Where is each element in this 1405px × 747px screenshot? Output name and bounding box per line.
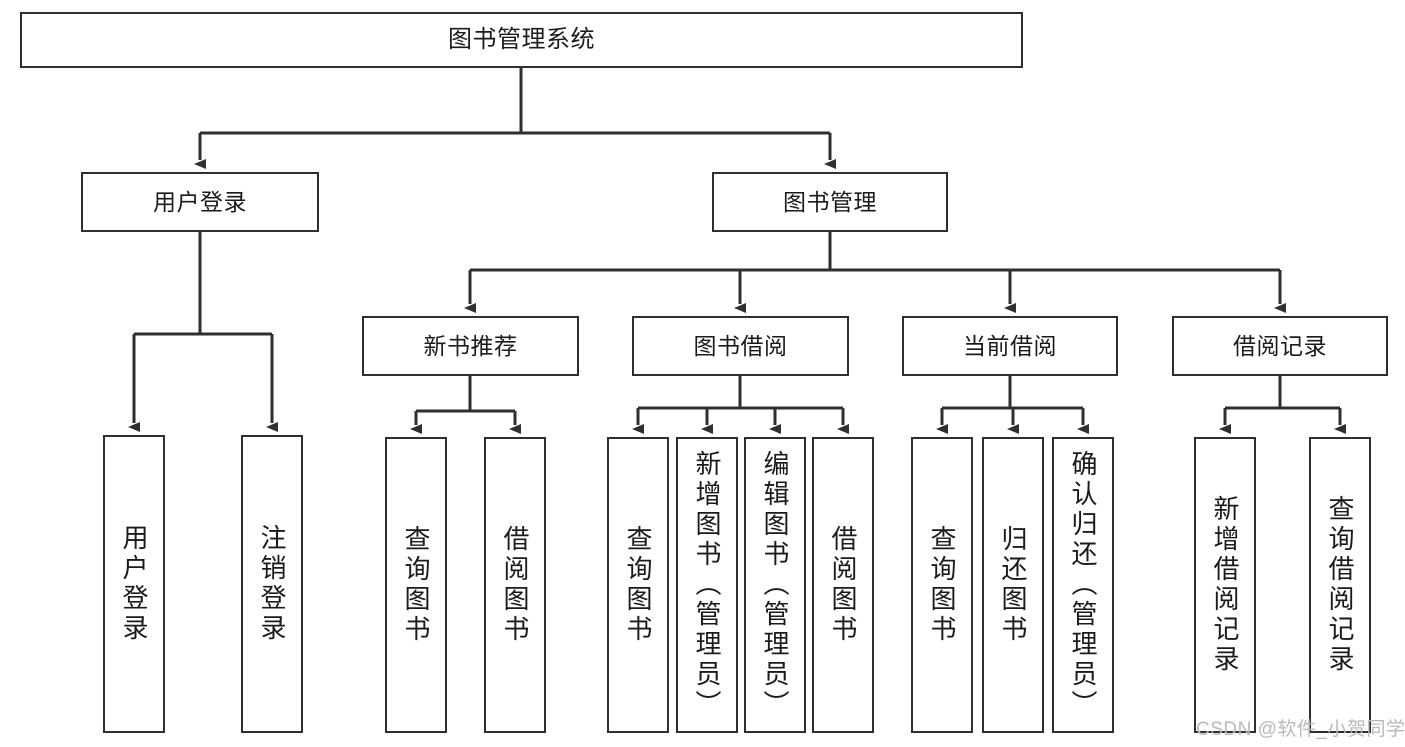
leaf-query-book-3-label: 查询图书 <box>927 525 958 645</box>
leaf-borrow-book-1-label: 借阅图书 <box>500 525 531 645</box>
leaf-confirm-return-label: 确认归还（管理员） <box>1068 450 1099 720</box>
leaf-query-book-1[interactable]: 查询图书 <box>385 437 447 733</box>
leaf-edit-book-label: 编辑图书（管理员） <box>760 450 791 720</box>
node-book-manage-label: 图书管理 <box>783 188 877 215</box>
node-new-book-rec-label: 新书推荐 <box>423 332 518 359</box>
leaf-query-record[interactable]: 查询借阅记录 <box>1309 437 1371 733</box>
node-new-book-rec[interactable]: 新书推荐 <box>362 316 579 376</box>
node-book-borrow[interactable]: 图书借阅 <box>632 316 849 376</box>
leaf-query-book-2[interactable]: 查询图书 <box>607 437 669 733</box>
leaf-logout-label: 注销登录 <box>257 524 288 644</box>
leaf-logout[interactable]: 注销登录 <box>241 435 303 733</box>
node-book-manage[interactable]: 图书管理 <box>712 172 948 232</box>
leaf-query-record-label: 查询借阅记录 <box>1325 495 1356 675</box>
node-user-login[interactable]: 用户登录 <box>81 172 319 232</box>
leaf-user-login-label: 用户登录 <box>119 524 150 644</box>
node-borrow-record[interactable]: 借阅记录 <box>1172 316 1388 376</box>
node-borrow-record-label: 借阅记录 <box>1233 332 1327 359</box>
leaf-add-record-label: 新增借阅记录 <box>1210 495 1241 675</box>
leaf-borrow-book-2-label: 借阅图书 <box>828 525 859 645</box>
csdn-watermark: CSDN @软件_小贺同学 <box>1196 719 1405 740</box>
leaf-edit-book[interactable]: 编辑图书（管理员） <box>744 437 806 733</box>
leaf-add-book-label: 新增图书（管理员） <box>692 450 723 720</box>
leaf-return-book-label: 归还图书 <box>998 525 1029 645</box>
leaf-user-login[interactable]: 用户登录 <box>103 435 165 733</box>
leaf-borrow-book-1[interactable]: 借阅图书 <box>484 437 546 733</box>
leaf-query-book-2-label: 查询图书 <box>623 525 654 645</box>
leaf-query-book-3[interactable]: 查询图书 <box>911 437 973 733</box>
leaf-return-book[interactable]: 归还图书 <box>982 437 1044 733</box>
leaf-borrow-book-2[interactable]: 借阅图书 <box>812 437 874 733</box>
leaf-query-book-1-label: 查询图书 <box>401 525 432 645</box>
node-current-borrow-label: 当前借阅 <box>963 332 1057 359</box>
node-book-borrow-label: 图书借阅 <box>693 332 788 359</box>
leaf-confirm-return[interactable]: 确认归还（管理员） <box>1052 437 1114 733</box>
leaf-add-book[interactable]: 新增图书（管理员） <box>676 437 738 733</box>
leaf-add-record[interactable]: 新增借阅记录 <box>1194 437 1256 733</box>
node-root-label: 图书管理系统 <box>448 26 595 53</box>
node-root[interactable]: 图书管理系统 <box>20 12 1023 68</box>
node-current-borrow[interactable]: 当前借阅 <box>902 316 1118 376</box>
node-user-login-label: 用户登录 <box>153 188 247 215</box>
